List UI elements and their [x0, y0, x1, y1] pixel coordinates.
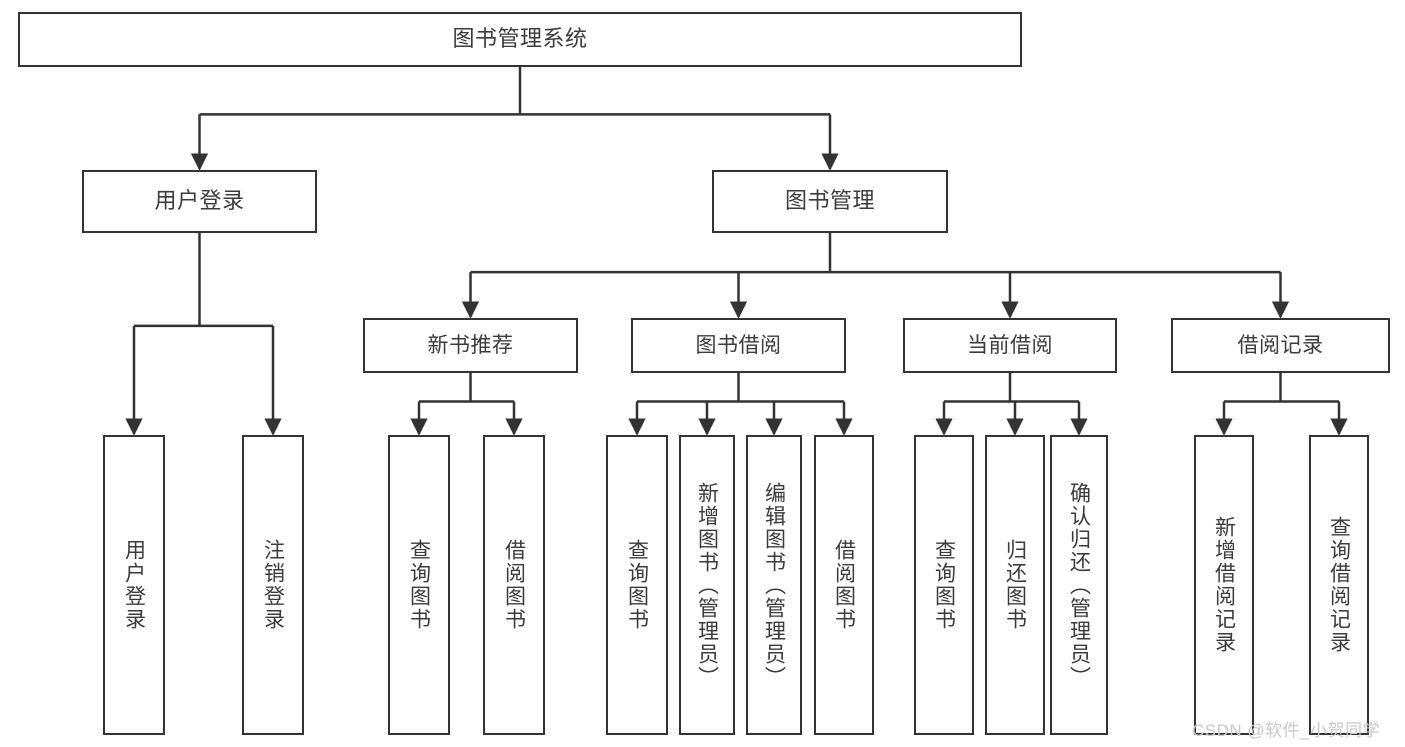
node-leaf-user-logout: 注销登录: [242, 435, 304, 735]
node-label: 新增借阅记录: [1212, 516, 1236, 654]
node-label: 查询图书: [625, 539, 649, 631]
node-leaf-rc-add: 新增借阅记录: [1194, 435, 1254, 735]
node-label: 编辑图书（管理员）: [762, 481, 786, 689]
node-leaf-bo-edit: 编辑图书（管理员）: [746, 435, 802, 735]
node-login: 用户登录: [82, 170, 317, 233]
node-label: 归还图书: [1003, 539, 1027, 631]
node-leaf-bo-query: 查询图书: [606, 435, 668, 735]
node-label: 新增图书（管理员）: [695, 481, 719, 689]
node-leaf-cu-confirm: 确认归还（管理员）: [1050, 435, 1108, 735]
node-root: 图书管理系统: [18, 12, 1022, 67]
node-leaf-nb-query: 查询图书: [388, 435, 450, 735]
node-label: 借阅图书: [832, 539, 856, 631]
node-label: 图书借阅: [695, 333, 782, 357]
node-leaf-user-login: 用户登录: [103, 435, 165, 735]
node-label: 图书管理系统: [452, 26, 588, 52]
node-label: 图书管理: [784, 188, 875, 214]
node-bookmgmt: 图书管理: [712, 170, 948, 233]
node-records: 借阅记录: [1171, 318, 1390, 373]
node-label: 确认归还（管理员）: [1067, 481, 1091, 689]
node-label: 注销登录: [261, 539, 285, 631]
node-newbook: 新书推荐: [363, 318, 578, 373]
node-leaf-bo-add: 新增图书（管理员）: [679, 435, 735, 735]
node-label: 查询图书: [407, 539, 431, 631]
node-label: 用户登录: [154, 188, 245, 214]
node-leaf-bo-borrow: 借阅图书: [814, 435, 874, 735]
node-borrow: 图书借阅: [631, 318, 846, 373]
node-label: 借阅记录: [1237, 333, 1324, 357]
node-leaf-cu-return: 归还图书: [985, 435, 1045, 735]
node-label: 查询图书: [932, 539, 956, 631]
node-leaf-rc-query: 查询借阅记录: [1309, 435, 1369, 735]
node-leaf-cu-query: 查询图书: [914, 435, 974, 735]
node-label: 新书推荐: [427, 333, 514, 357]
node-label: 当前借阅: [967, 333, 1053, 357]
node-leaf-nb-borrow: 借阅图书: [483, 435, 545, 735]
node-label: 查询借阅记录: [1327, 516, 1351, 654]
node-current: 当前借阅: [903, 318, 1117, 373]
node-label: 用户登录: [122, 539, 146, 631]
node-label: 借阅图书: [502, 539, 526, 631]
